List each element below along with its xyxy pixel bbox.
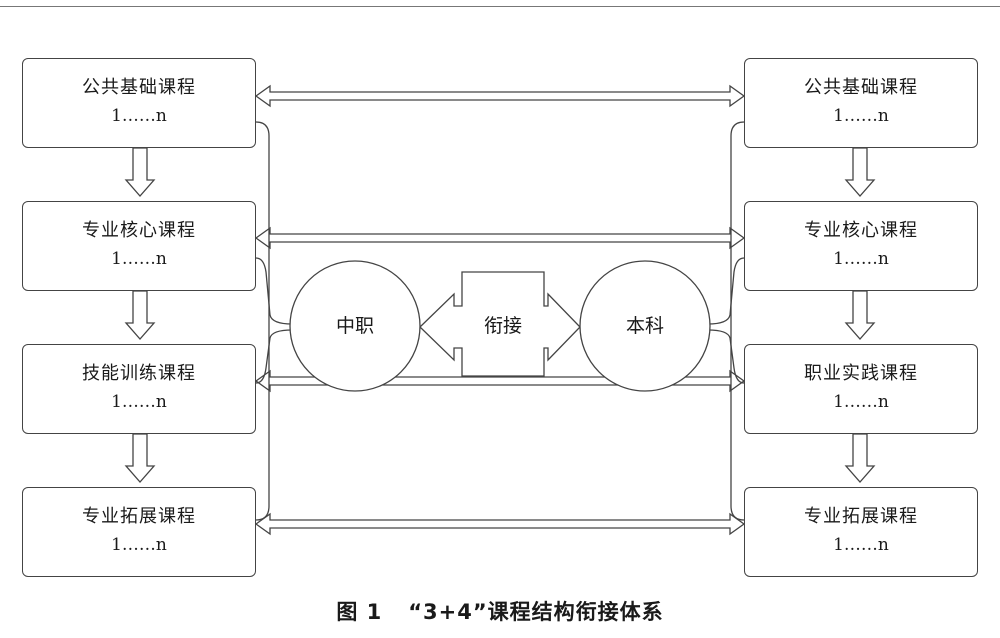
left-box-skill-training: 技能训练课程 1……n <box>22 344 256 434</box>
box-title: 专业核心课程 <box>82 220 196 241</box>
box-title: 专业核心课程 <box>804 220 918 241</box>
figure-title: “3+4”课程结构衔接体系 <box>408 600 664 624</box>
box-title: 技能训练课程 <box>82 363 196 384</box>
down-arrow-left-1 <box>124 147 156 197</box>
box-title: 专业拓展课程 <box>82 506 196 527</box>
box-range: 1……n <box>833 249 889 269</box>
left-bracket-lower-inner <box>255 329 293 384</box>
figure-caption: 图 1 “3+4”课程结构衔接体系 <box>0 596 1000 626</box>
box-title: 公共基础课程 <box>82 77 196 98</box>
left-box-core: 专业核心课程 1……n <box>22 201 256 291</box>
down-arrow-right-3 <box>844 433 876 483</box>
label-xianjie: 衔接 <box>483 315 522 337</box>
right-bracket-outer <box>730 121 745 521</box>
right-box-public-basic: 公共基础课程 1……n <box>744 58 978 148</box>
right-box-core: 专业核心课程 1……n <box>744 201 978 291</box>
box-range: 1……n <box>111 392 167 412</box>
box-range: 1……n <box>111 535 167 555</box>
left-bracket-outer <box>255 121 270 521</box>
box-title: 公共基础课程 <box>804 77 918 98</box>
down-arrow-right-2 <box>844 290 876 340</box>
box-range: 1……n <box>833 535 889 555</box>
box-range: 1……n <box>833 392 889 412</box>
double-arrow-row-4 <box>254 512 746 536</box>
left-bracket-upper-inner <box>255 257 293 325</box>
box-range: 1……n <box>833 106 889 126</box>
down-arrow-right-1 <box>844 147 876 197</box>
label-zhongzhi: 中职 <box>335 315 374 337</box>
right-bracket-upper-inner <box>707 257 745 325</box>
double-arrow-row-2 <box>254 226 746 250</box>
box-title: 职业实践课程 <box>804 363 918 384</box>
box-range: 1……n <box>111 249 167 269</box>
label-benke: 本科 <box>625 315 664 337</box>
right-box-practice: 职业实践课程 1……n <box>744 344 978 434</box>
circle-zhongzhi <box>289 260 421 392</box>
top-rule <box>0 6 1000 7</box>
right-bracket-lower-inner <box>707 329 745 384</box>
left-box-public-basic: 公共基础课程 1……n <box>22 58 256 148</box>
circle-benke <box>579 260 711 392</box>
down-arrow-left-2 <box>124 290 156 340</box>
double-arrow-row-1 <box>254 84 746 108</box>
left-box-extension: 专业拓展课程 1……n <box>22 487 256 577</box>
box-title: 专业拓展课程 <box>804 506 918 527</box>
down-arrow-left-3 <box>124 433 156 483</box>
figure-number: 图 1 <box>336 600 383 624</box>
right-box-extension: 专业拓展课程 1……n <box>744 487 978 577</box>
box-range: 1……n <box>111 106 167 126</box>
